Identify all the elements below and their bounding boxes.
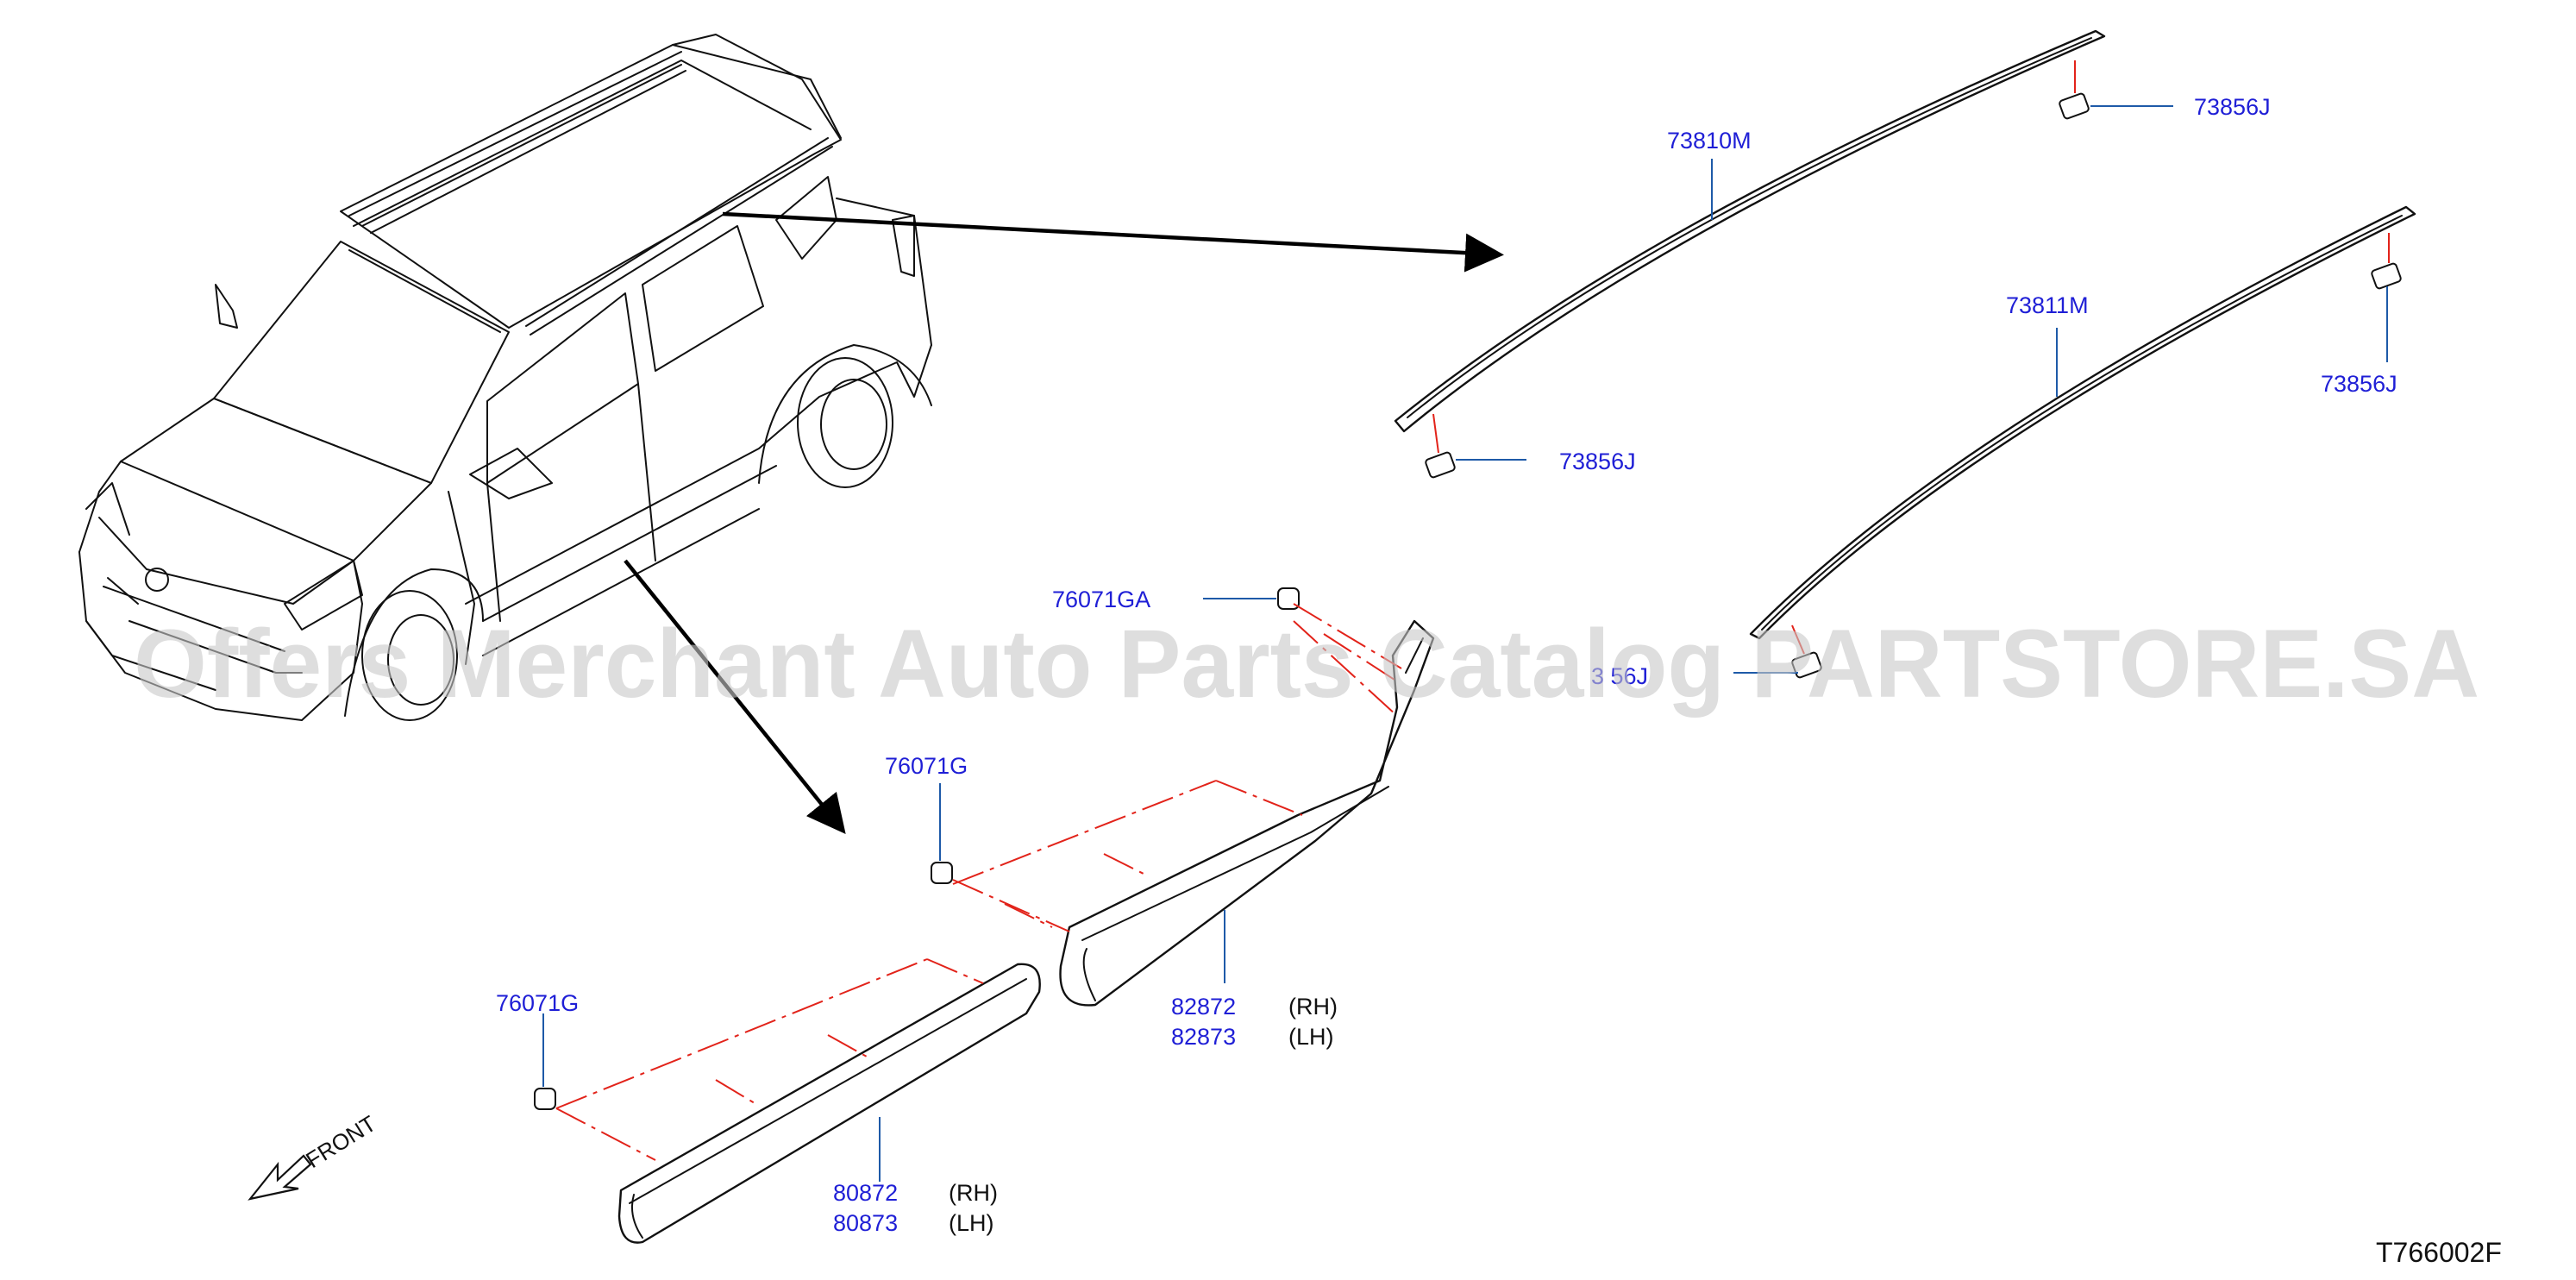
front-label: FRONT <box>301 1110 380 1173</box>
label-76071g-lower: 76071G <box>496 990 579 1016</box>
clip-73856j-c <box>2371 262 2402 290</box>
label-rh-front: (RH) <box>949 1180 998 1206</box>
front-direction-indicator: FRONT <box>248 1110 380 1201</box>
phantom-lines <box>555 603 1402 1161</box>
diagram-code: T766002F <box>2376 1237 2502 1268</box>
label-lh-rear: (LH) <box>1288 1024 1334 1050</box>
label-76071ga: 76071GA <box>1052 587 1150 612</box>
clip-76071g-lower <box>534 1088 556 1110</box>
label-76071g-upper: 76071G <box>885 753 968 779</box>
label-73856j-b: 73856J <box>2194 94 2271 120</box>
roof-rail-73811m <box>1749 205 2416 640</box>
clip-76071g-upper <box>931 862 953 884</box>
label-80872: 80872 <box>833 1180 898 1206</box>
roof-rail-73810m <box>1394 29 2106 433</box>
watermark: Offers Merchant Auto Parts Catalog PARTS… <box>134 610 2479 718</box>
label-rh-rear: (RH) <box>1288 994 1338 1020</box>
label-73811m: 73811M <box>2006 292 2089 318</box>
label-82872: 82872 <box>1171 994 1236 1020</box>
clip-73856j-d <box>1791 651 1822 679</box>
label-73856j-c: 73856J <box>2321 371 2397 397</box>
label-lh-front: (LH) <box>949 1210 994 1236</box>
label-82873: 82873 <box>1171 1024 1236 1050</box>
hollow-arrow-icon <box>248 1154 312 1201</box>
label-73856j-a: 73856J <box>1559 449 1636 474</box>
vehicle-illustration <box>78 34 932 721</box>
clip-73856j-a <box>1425 451 1456 479</box>
front-side-molding <box>617 963 1041 1244</box>
roof-pointer-arrow <box>722 211 1504 273</box>
label-73856j-d: 3 56J <box>1591 663 1648 689</box>
clip-73856j-b <box>2059 92 2090 120</box>
label-80873: 80873 <box>833 1210 898 1236</box>
label-73810m: 73810M <box>1667 128 1752 154</box>
side-pointer-arrow <box>624 559 846 835</box>
